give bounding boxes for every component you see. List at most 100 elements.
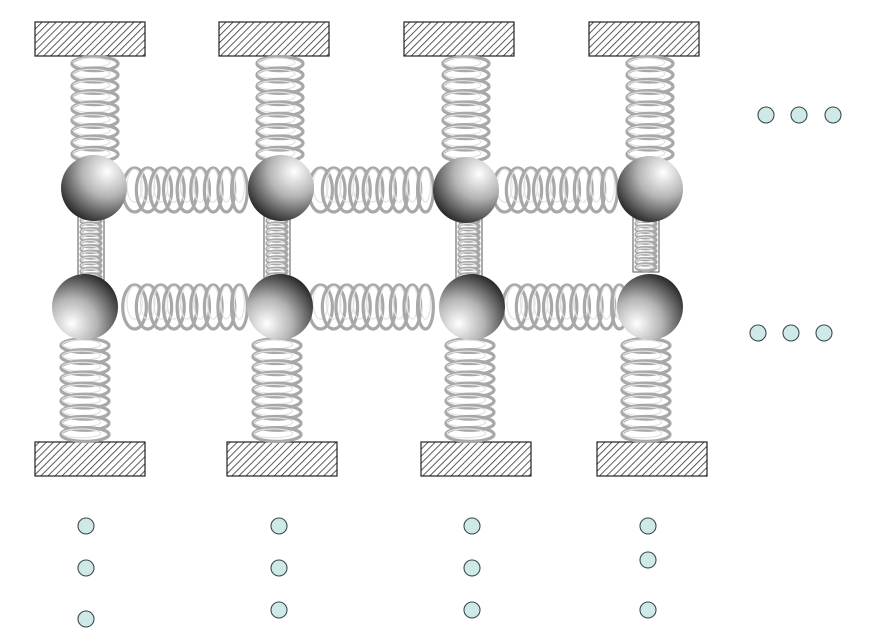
spring-coil xyxy=(388,166,410,214)
continuation-dot xyxy=(270,517,288,535)
spring-coil xyxy=(441,55,491,73)
spring-coil xyxy=(444,403,496,421)
top-vertical-spring xyxy=(441,55,491,163)
spring-coil xyxy=(59,359,111,377)
spring-coil xyxy=(255,55,305,73)
spring-coil xyxy=(251,425,303,443)
spring-coil xyxy=(620,370,672,388)
spring-coil-highlight xyxy=(61,339,102,350)
spring-coil xyxy=(625,134,675,152)
continuation-dot xyxy=(270,601,288,619)
spring-coil xyxy=(620,425,672,443)
spring-coil-highlight xyxy=(506,285,523,320)
spring-coil xyxy=(70,66,120,84)
spring-coil-highlight xyxy=(560,285,574,320)
spring-coil xyxy=(70,111,120,129)
spring-coil xyxy=(625,66,675,84)
spring-coil xyxy=(444,392,496,410)
spring-coil xyxy=(251,359,303,377)
spring-coil xyxy=(161,283,186,331)
spring-coil xyxy=(255,66,305,84)
spring-coil xyxy=(70,134,120,152)
spring-coil xyxy=(59,425,111,443)
top-anchor-wall xyxy=(34,21,146,57)
spring-coil xyxy=(334,166,360,214)
vertical-springs xyxy=(59,55,675,443)
spring-coil-highlight xyxy=(126,168,143,203)
spring-coil-highlight xyxy=(366,168,380,203)
spring-coil-highlight xyxy=(446,339,487,350)
horizontal-springs xyxy=(121,166,629,331)
spring-coil xyxy=(559,166,582,214)
continuation-dot xyxy=(463,601,481,619)
spring-coil xyxy=(175,166,199,214)
continuation-dot xyxy=(77,610,95,628)
bottom-vertical-spring xyxy=(444,337,496,443)
spring-coil xyxy=(620,381,672,399)
spring-coil xyxy=(175,283,199,331)
continuation-dot xyxy=(782,324,800,342)
spring-coil xyxy=(569,283,592,331)
horizontal-spring xyxy=(501,283,629,331)
spring-coil xyxy=(134,283,161,331)
mass-ball xyxy=(617,274,683,340)
bottom-anchor-wall xyxy=(596,441,708,477)
spring-coil-highlight xyxy=(139,285,156,320)
spring-coil-highlight xyxy=(603,168,615,203)
spring-coil-highlight xyxy=(622,339,663,350)
spring-coil xyxy=(70,123,120,141)
continuation-dot xyxy=(77,517,95,535)
spring-coil xyxy=(444,414,496,432)
spring-coil xyxy=(555,283,579,331)
horizontal-spring xyxy=(491,166,619,214)
spring-coil xyxy=(582,283,604,331)
spring-coil xyxy=(59,414,111,432)
spring-coil xyxy=(441,123,491,141)
top-vertical-spring xyxy=(70,55,120,163)
spring-coil xyxy=(320,283,347,331)
spring-coil xyxy=(255,77,305,95)
spring-coil xyxy=(347,283,372,331)
spring-coil xyxy=(70,55,120,73)
spring-coil-highlight xyxy=(233,168,245,203)
spring-coil xyxy=(545,166,569,214)
spring-coil xyxy=(255,100,305,118)
bottom-anchor-wall xyxy=(34,441,146,477)
spring-coil xyxy=(531,166,556,214)
spring-coil xyxy=(189,283,212,331)
spring-coil xyxy=(251,403,303,421)
spring-coil xyxy=(161,166,186,214)
spring-coil-highlight xyxy=(627,57,666,68)
bottom-anchor-wall xyxy=(226,441,338,477)
continuation-dot xyxy=(749,324,767,342)
spring-coil xyxy=(59,381,111,399)
spring-coil-highlight xyxy=(139,168,156,203)
spring-coil xyxy=(620,392,672,410)
spring-coil xyxy=(255,134,305,152)
spring-coil xyxy=(148,166,174,214)
continuation-dot xyxy=(639,551,657,569)
spring-coil xyxy=(444,381,496,399)
spring-coil xyxy=(251,348,303,366)
spring-coil xyxy=(189,166,212,214)
spring-coil-highlight xyxy=(419,285,431,320)
spring-coil xyxy=(441,77,491,95)
spring-coil xyxy=(625,123,675,141)
spring-coil xyxy=(134,166,161,214)
spring-coil xyxy=(625,77,675,95)
spring-coil-highlight xyxy=(419,168,431,203)
spring-coil-highlight xyxy=(253,339,294,350)
horizontal-spring xyxy=(121,166,249,214)
spring-coil xyxy=(625,100,675,118)
anchor-walls xyxy=(34,21,708,477)
spring-coil-highlight xyxy=(509,168,526,203)
spring-coil xyxy=(375,283,398,331)
top-anchor-wall xyxy=(218,21,330,57)
spring-coil xyxy=(320,166,347,214)
mass-ball xyxy=(248,155,314,221)
spring-coil-highlight xyxy=(519,285,536,320)
spring-coil xyxy=(121,283,148,331)
spring-coil-highlight xyxy=(622,428,663,439)
bottom-vertical-spring xyxy=(620,337,672,443)
